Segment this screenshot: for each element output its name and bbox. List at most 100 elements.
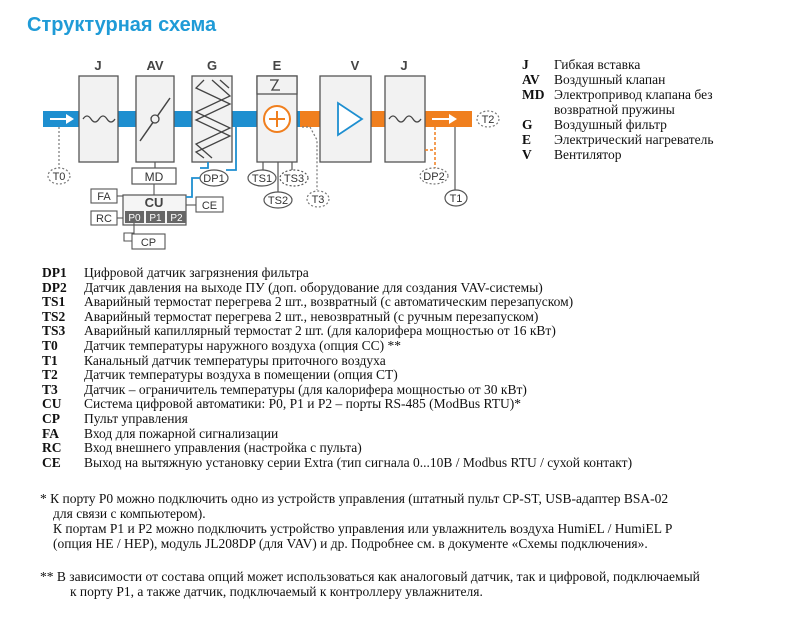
legend-key: T3 <box>42 381 58 397</box>
header-j1: J <box>94 58 101 73</box>
t3-label: T3 <box>312 194 325 206</box>
legend-key: DP2 <box>42 279 67 295</box>
sensor-ts2 <box>263 191 293 209</box>
md-label: MD <box>145 170 164 184</box>
legend-row: CP Пульт управления <box>42 410 632 427</box>
t2-label: T2 <box>482 114 495 126</box>
flexible-insert-j1 <box>78 75 119 163</box>
header-e: E <box>273 58 282 73</box>
legend-key: V <box>522 147 532 162</box>
header-av: AV <box>146 58 163 73</box>
legend-row: MD Электропривод клапана без возвратной п… <box>522 87 764 117</box>
rc-label: RC <box>96 213 112 225</box>
legend-value: Электропривод клапана без возвратной пру… <box>554 87 713 117</box>
footnote-1: * К порту P0 можно подключить одно из ус… <box>40 491 780 551</box>
legend-key: DP1 <box>42 265 67 280</box>
structural-diagram: J AV G E V J MD <box>43 58 500 250</box>
legend-row: FA Вход для пожарной сигнализации <box>42 425 632 442</box>
inlet-arrow-icon <box>50 114 74 124</box>
legend-row: T3 Датчик – ограничитель температуры (для… <box>42 381 632 398</box>
legend-sensors: DP1 Цифровой датчик загрязнения фильтра D… <box>42 265 633 471</box>
p0-label: P0 <box>128 213 141 224</box>
p1-label: P1 <box>149 213 162 224</box>
dp2-label: DP2 <box>423 171 444 183</box>
footnotes: * К порту P0 можно подключить одно из ус… <box>40 491 780 599</box>
legend-value: Датчик давления на выходе ПУ (доп. обору… <box>84 279 543 295</box>
legend-value: Канальный датчик температуры приточного … <box>84 352 386 368</box>
sensor-t0 <box>47 167 71 185</box>
legend-value: Пульт управления <box>84 410 188 426</box>
flex-wave-icon <box>82 115 116 123</box>
footnote-line: ** В зависимости от состава опций может … <box>40 569 700 584</box>
sensor-t3 <box>306 190 330 208</box>
t0-label: T0 <box>53 171 66 183</box>
legend-key: E <box>522 132 532 147</box>
actuator-md: MD <box>131 167 177 185</box>
ts2-label: TS2 <box>268 195 288 207</box>
legend-row: TS3 Аварийный капиллярный термостат 2 шт.… <box>42 324 632 339</box>
legend-value: Вход для пожарной сигнализации <box>84 425 279 441</box>
flex-wave-icon <box>388 115 422 123</box>
legend-row: DP1 Цифровой датчик загрязнения фильтра <box>42 265 632 281</box>
legend-value: Датчик температуры воздуха в помещении (… <box>84 367 398 383</box>
legend-key: FA <box>42 425 59 441</box>
air-valve-av <box>135 75 175 168</box>
footnote-line: К портам P1 и P2 можно подключить устрой… <box>53 521 673 536</box>
ts3-label: TS3 <box>284 173 304 185</box>
p2-label: P2 <box>170 213 183 224</box>
sensor-t1 <box>444 189 468 207</box>
legend-row: T2 Датчик температуры воздуха в помещении… <box>42 368 632 383</box>
footnote-line: к порту P1, а также датчик, подключаемый… <box>70 584 483 599</box>
legend-row: T1 Канальный датчик температуры приточног… <box>42 352 632 369</box>
legend-value: Выход на вытяжную установку серии Extra … <box>84 454 633 470</box>
legend-key: CP <box>42 410 60 426</box>
header-j2: J <box>400 58 407 73</box>
t1-label: T1 <box>450 193 463 205</box>
legend-row: CE Выход на вытяжную установку серии Extr… <box>42 454 633 471</box>
legend-key: RC <box>42 440 62 456</box>
legend-value: Датчик температуры наружного воздуха (оп… <box>84 337 401 353</box>
legend-value: Аварийный капиллярный термостат 2 шт. (д… <box>84 323 556 339</box>
legend-value: Цифровой датчик загрязнения фильтра <box>84 265 309 280</box>
legend-key: T2 <box>42 367 58 383</box>
sensor-ts1 <box>247 169 277 187</box>
port-p1 <box>146 211 165 223</box>
legend-row: T0 Датчик температуры наружного воздуха (… <box>42 337 632 354</box>
legend-value: Вентилятор <box>554 147 622 162</box>
electric-heater-e <box>256 75 298 163</box>
legend-key: CE <box>42 454 61 470</box>
legend-value: Аварийный термостат перегрева 2 шт., воз… <box>84 294 574 310</box>
legend-row: V Вентилятор <box>522 147 764 162</box>
legend-key: AV <box>522 72 540 87</box>
legend-key: T1 <box>42 352 58 368</box>
legend-key: TS3 <box>42 323 66 339</box>
outlet-arrow-icon <box>432 114 457 124</box>
fan-v <box>319 75 372 163</box>
fa-label: FA <box>97 191 111 203</box>
legend-value: Воздушный фильтр <box>554 117 667 132</box>
cp-label: CP <box>141 237 156 249</box>
page-title: Структурная схема <box>27 14 217 36</box>
port-p2 <box>167 211 186 223</box>
legend-key: CU <box>42 396 62 412</box>
header-v: V <box>351 58 360 73</box>
legend-key: MD <box>522 87 545 102</box>
legend-value: Система цифровой автоматики: P0, P1 и P2… <box>84 396 521 412</box>
legend-value: Датчик – ограничитель температуры (для к… <box>84 381 527 397</box>
ts1-label: TS1 <box>252 173 272 185</box>
header-g: G <box>207 58 217 73</box>
legend-key: T0 <box>42 337 58 353</box>
legend-key: J <box>522 57 529 72</box>
flexible-insert-j2 <box>384 75 426 163</box>
air-filter-g <box>191 75 233 163</box>
extract-output-ce <box>195 196 224 213</box>
legend-row: CU Система цифровой автоматики: P0, P1 и … <box>42 397 632 412</box>
port-p0 <box>125 211 144 223</box>
